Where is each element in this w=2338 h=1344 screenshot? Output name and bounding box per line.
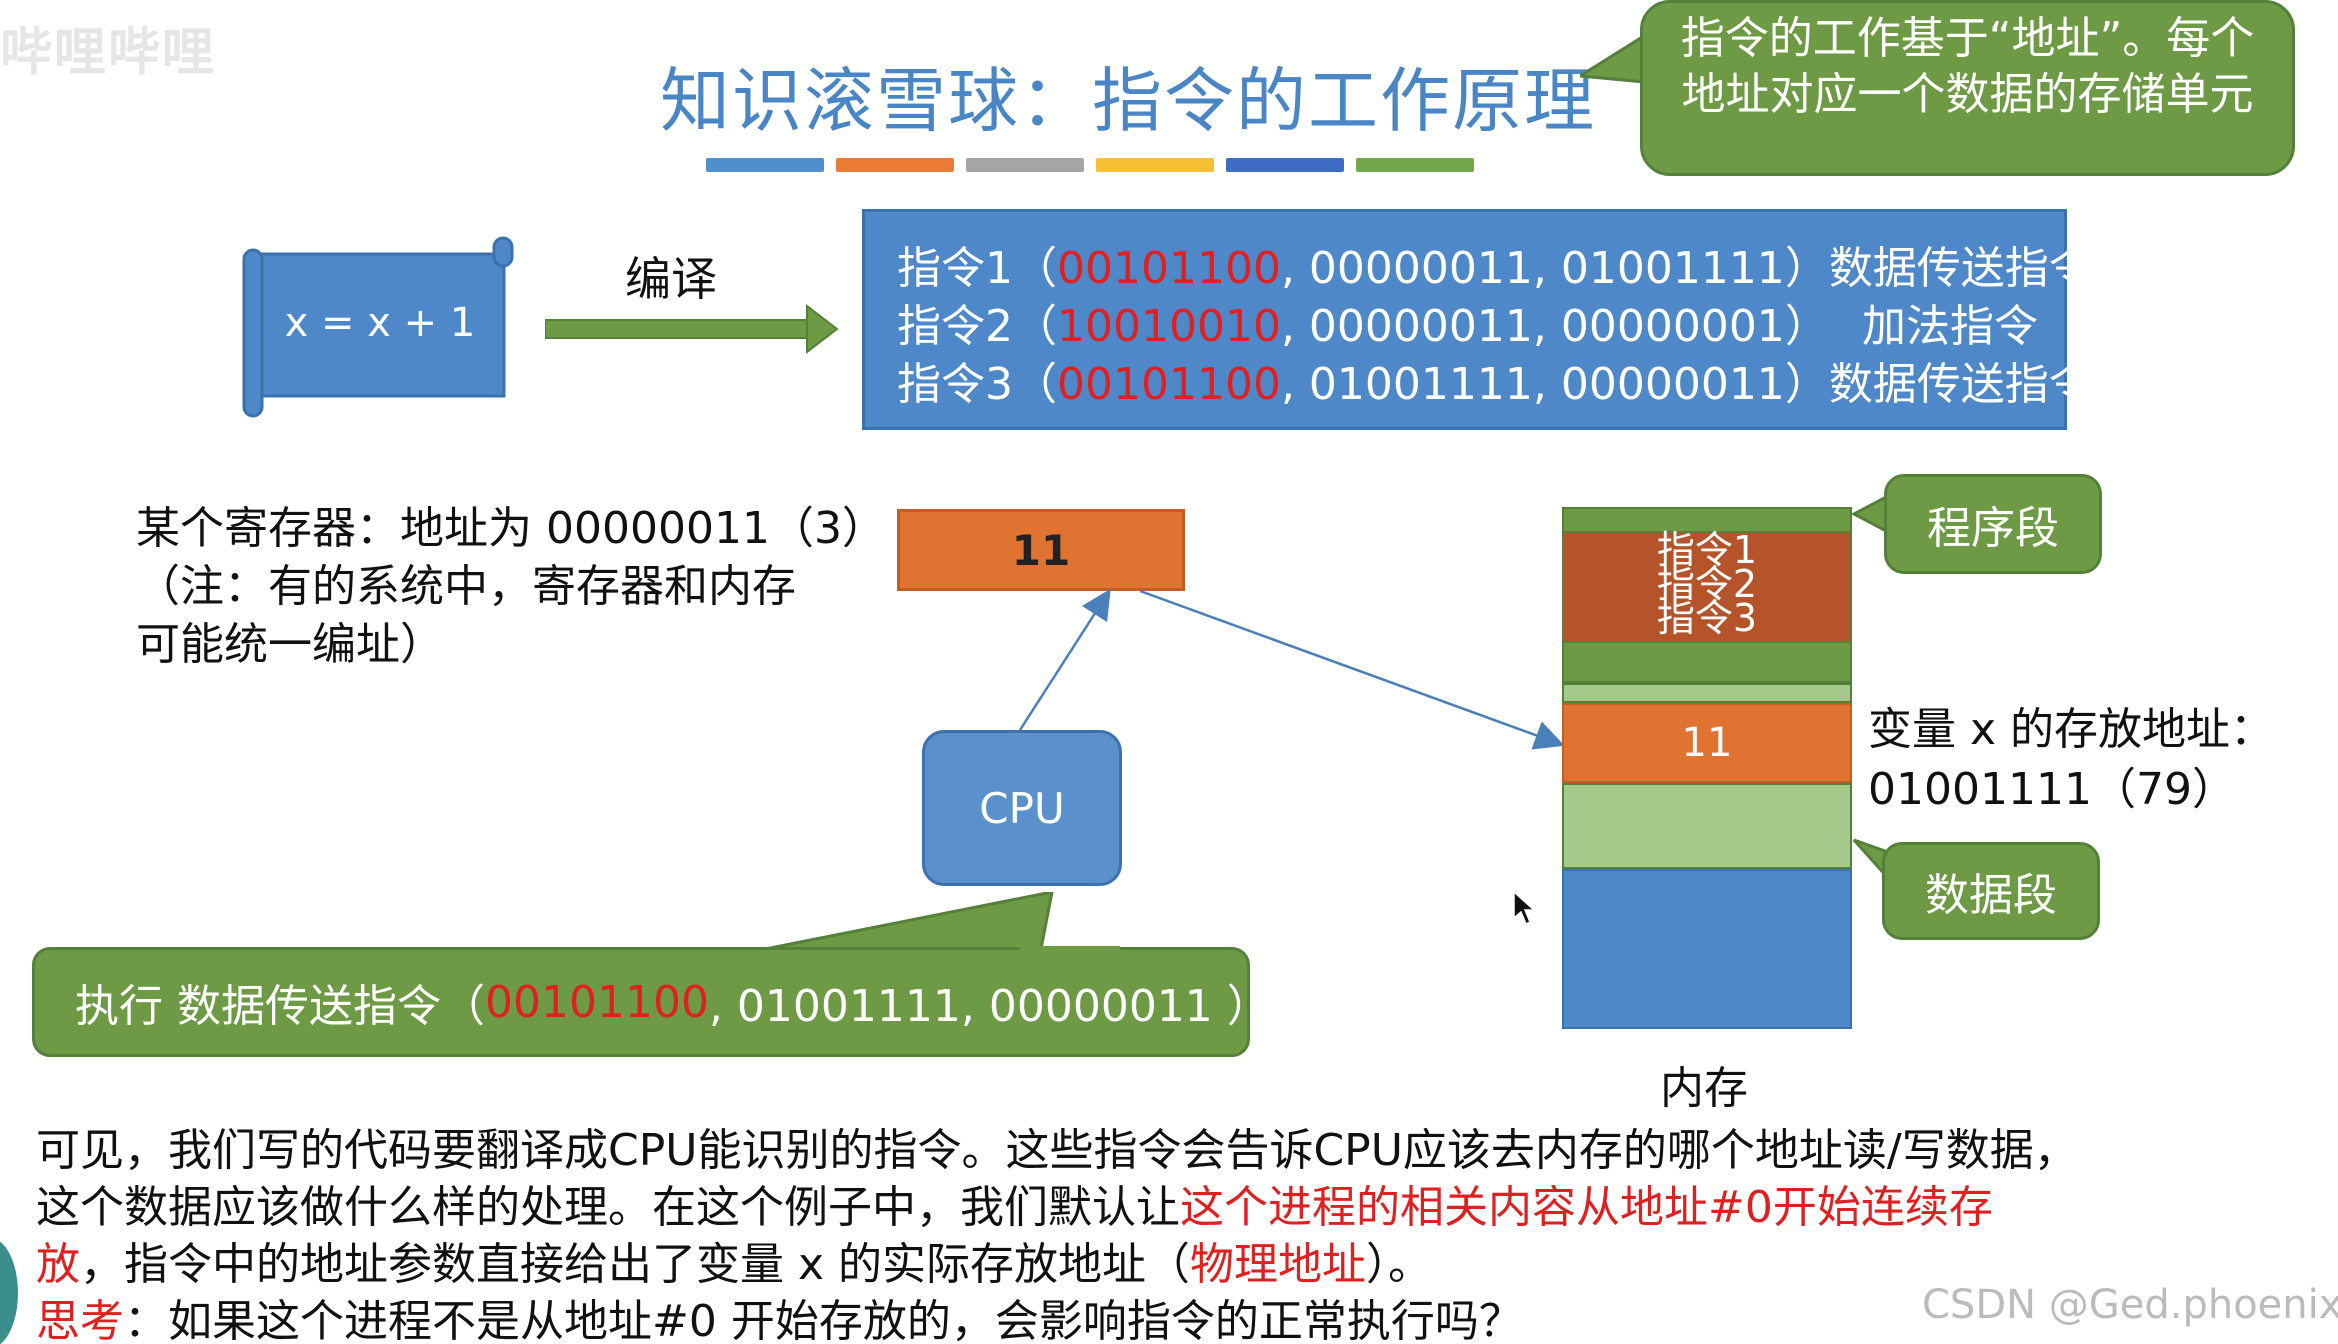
cpu-label: CPU — [979, 783, 1065, 833]
instr-opcode: 10010010 — [1057, 301, 1281, 352]
instr-type: 加法指令 — [1862, 301, 2038, 352]
compile-arrow-icon — [545, 303, 839, 355]
source-code-scroll: x = x + 1 — [242, 236, 514, 418]
register-to-memory-arrow — [1139, 589, 1565, 750]
exec-tail-cover — [1020, 946, 1120, 960]
instr-paren: （ — [1013, 243, 1057, 294]
source-code-text: x = x + 1 — [285, 300, 476, 346]
title-bar — [1356, 158, 1474, 172]
register-note-line: 可能统一编址） — [136, 619, 444, 670]
var-note-line: 变量 x 的存放地址： — [1868, 704, 2275, 755]
callout-top: 指令的工作基于“地址”。每个地址对应一个数据的存储单元 — [1640, 0, 2295, 176]
memory-column: 指令1 指令2 指令3 11 — [1562, 507, 1852, 1029]
explanation-paragraph: 可见，我们写的代码要翻译成CPU能识别的指令。这些指令会告诉CPU应该去内存的哪… — [36, 1122, 2296, 1344]
instr-paren: （ — [1013, 301, 1057, 352]
memory-segment — [1562, 641, 1852, 683]
data-segment-tag: 数据段 — [1882, 842, 2100, 940]
cpu-box: CPU — [922, 730, 1122, 886]
memory-instr-2: 指令2 — [1562, 565, 1852, 603]
program-segment-tag: 程序段 — [1884, 474, 2102, 574]
page-title: 知识滚雪球：指令的工作原理 — [660, 60, 1596, 142]
register-box: 11 — [897, 509, 1185, 591]
instr-paren: ） — [1784, 301, 1829, 352]
instruction-row: 指令2（10010010, 00000011, 00000001） 加法指令 — [897, 290, 2038, 352]
bilibili-watermark: 哔哩哔哩 — [0, 23, 217, 83]
exec-operands: , 01001111, 00000011 ） — [708, 981, 1271, 1032]
memory-segment — [1562, 783, 1852, 869]
csdn-watermark: CSDN @Ged.phoenix — [1922, 1282, 2338, 1328]
title-bar — [1226, 158, 1344, 172]
memory-segment — [1562, 869, 1852, 1029]
title-bar — [1096, 158, 1214, 172]
variable-address-note: 变量 x 的存放地址： 01001111（79） — [1868, 700, 2308, 820]
var-note-line: 01001111（79） — [1868, 764, 2236, 815]
instr-operands: , 00000011, 01001111 — [1280, 243, 1785, 294]
title-bar — [966, 158, 1084, 172]
exec-bubble-tail — [739, 892, 1054, 954]
instr-opcode: 00101100 — [1057, 243, 1281, 294]
title-bar — [706, 158, 824, 172]
memory-segment — [1562, 683, 1852, 703]
para-line: 思考：如果这个进程不是从地址#0 开始存放的，会影响指令的正常执行吗？ — [36, 1296, 1523, 1344]
instr-type: 数据传送指令 — [1828, 243, 2093, 294]
register-note: 某个寄存器：地址为 00000011（3） （注：有的系统中，寄存器和内存 可能… — [136, 500, 916, 674]
para-line: 这个数据应该做什么样的处理。在这个例子中，我们默认让这个进程的相关内容从地址#0… — [36, 1182, 1993, 1233]
title-bar — [836, 158, 954, 172]
decorative-circle — [0, 1238, 18, 1344]
register-note-line: （注：有的系统中，寄存器和内存 — [136, 561, 796, 612]
register-value: 11 — [1011, 525, 1071, 575]
title-color-bars — [706, 158, 1474, 172]
instr-name: 指令2 — [897, 301, 1013, 352]
compiled-instructions-box: 指令1（00101100, 00000011, 01001111） 数据传送指令… — [862, 209, 2093, 430]
cpu-to-register-arrow — [1018, 588, 1111, 731]
exec-prefix: 执行 数据传送指令（ — [75, 981, 485, 1032]
memory-segment — [1562, 507, 1852, 533]
exec-opcode: 00101100 — [485, 976, 709, 1028]
execute-instruction-box: 执行 数据传送指令（ 00101100, 01001111, 00000011 … — [32, 947, 1271, 1057]
register-note-line: 某个寄存器：地址为 00000011（3） — [136, 503, 886, 554]
memory-instr-1: 指令1 — [1562, 531, 1852, 569]
memory-instr-3: 指令3 — [1562, 599, 1852, 641]
instr-paren: ） — [1784, 359, 1829, 410]
instr-paren: （ — [1013, 359, 1057, 410]
instr-paren: ） — [1784, 243, 1829, 294]
instr-name: 指令3 — [897, 359, 1013, 410]
para-line: 可见，我们写的代码要翻译成CPU能识别的指令。这些指令会告诉CPU应该去内存的哪… — [36, 1125, 2078, 1176]
instr-type: 数据传送指令 — [1828, 359, 2093, 410]
instr-opcode: 00101100 — [1057, 359, 1281, 410]
memory-var-x: 11 — [1562, 703, 1852, 783]
instruction-row: 指令1（00101100, 00000011, 01001111） 数据传送指令 — [897, 232, 2093, 294]
instr-name: 指令1 — [897, 243, 1013, 294]
instruction-row: 指令3（00101100, 01001111, 00000011） 数据传送指令 — [897, 348, 2093, 410]
memory-label: 内存 — [1660, 1063, 1748, 1114]
instr-operands: , 00000011, 00000001 — [1280, 301, 1785, 352]
mouse-cursor-icon — [1513, 890, 1536, 926]
para-line: 放，指令中的地址参数直接给出了变量 x 的实际存放地址（物理地址）。 — [36, 1239, 1433, 1290]
compile-label: 编译 — [625, 252, 717, 306]
instr-operands: , 01001111, 00000011 — [1280, 359, 1785, 410]
